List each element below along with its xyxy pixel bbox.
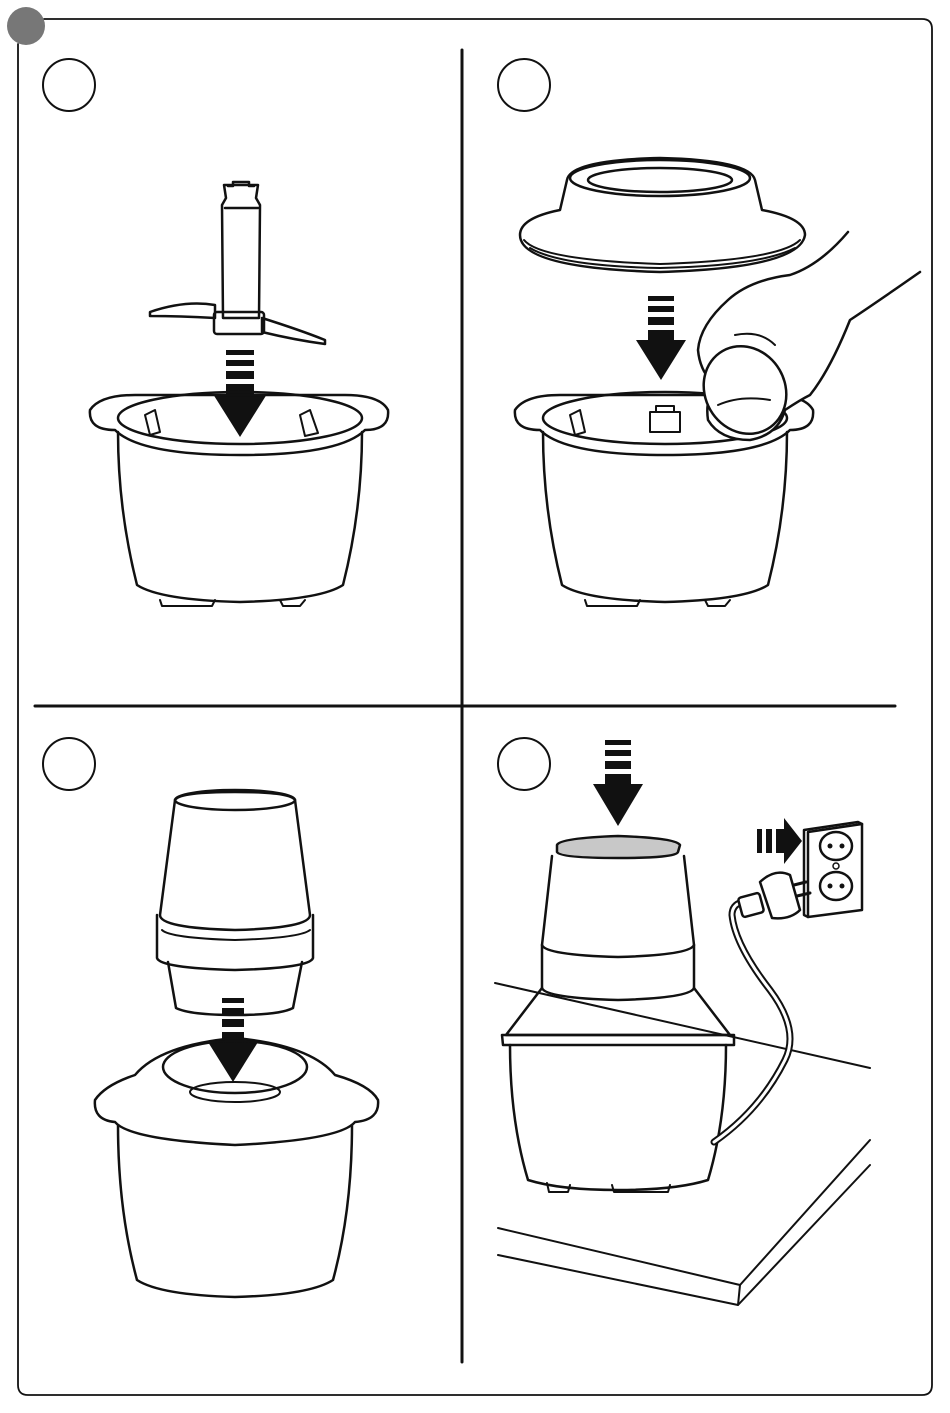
motor-unit — [157, 790, 313, 1015]
step-1-illustration — [90, 182, 388, 606]
power-cord — [714, 902, 790, 1142]
step-2-illustration — [515, 158, 920, 606]
blade-assembly — [150, 182, 325, 344]
step-3-number-circle — [43, 738, 95, 790]
power-plug — [738, 873, 810, 919]
down-arrow — [636, 296, 686, 380]
wall-outlet — [804, 822, 862, 917]
step-2-number-circle — [498, 59, 550, 111]
step-4-number-circle — [498, 738, 550, 790]
step-4-illustration — [495, 740, 870, 1305]
bowl-lid — [520, 158, 805, 272]
step-3-illustration — [95, 790, 378, 1297]
countertop — [495, 983, 870, 1305]
press-down-arrow — [593, 740, 643, 826]
corner-badge — [7, 7, 45, 45]
top-button — [557, 836, 680, 858]
step-1-number-circle — [43, 59, 95, 111]
plug-in-arrow — [757, 818, 802, 864]
bowl-with-lid — [95, 1038, 378, 1297]
chopper-assembled — [502, 836, 734, 1192]
